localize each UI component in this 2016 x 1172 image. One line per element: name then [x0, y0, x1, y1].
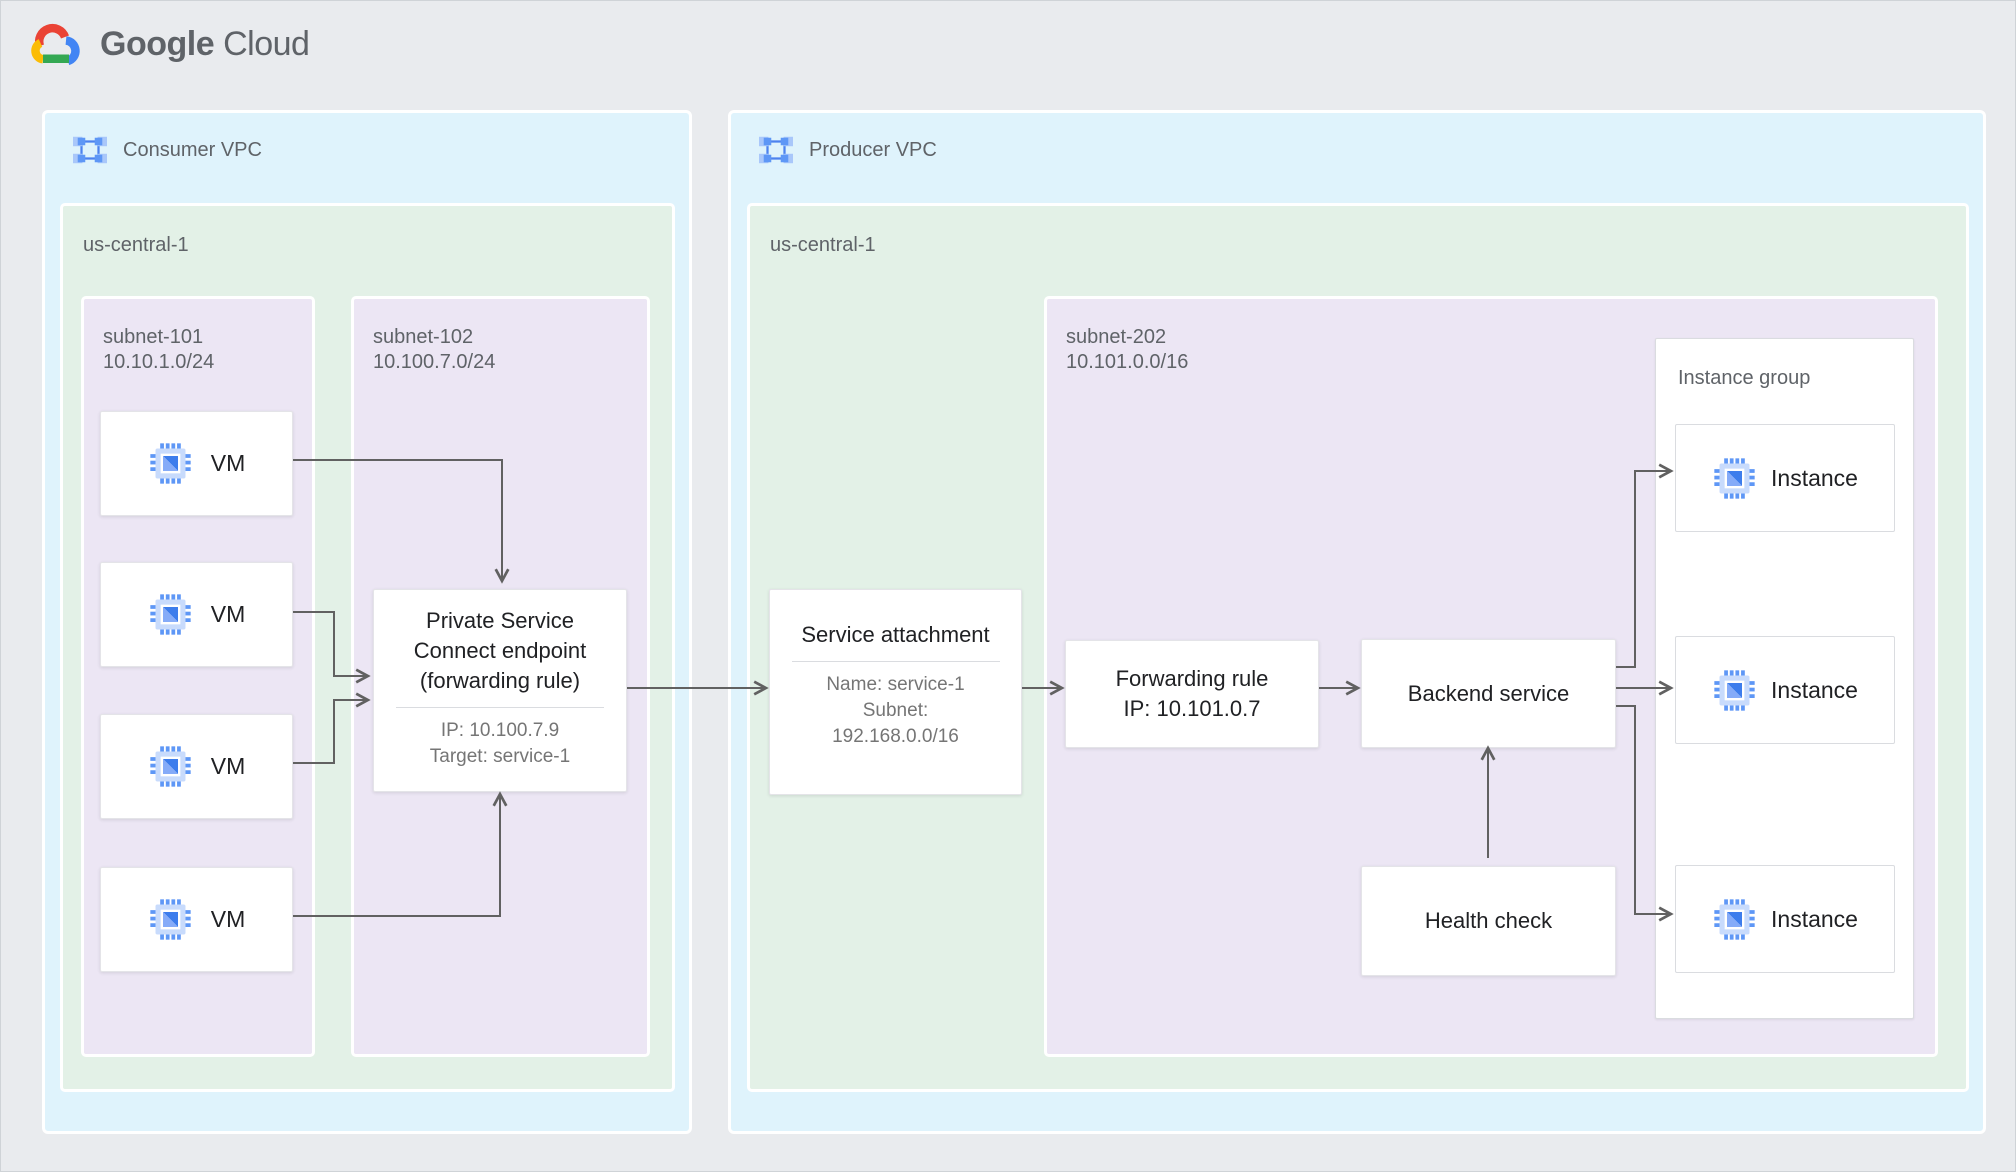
- backend-service-label: Backend service: [1407, 680, 1570, 706]
- forwarding-rule-ip: IP: 10.101.0.7: [1123, 696, 1261, 721]
- subnet-101-label: subnet-101 10.10.1.0/24: [103, 325, 214, 375]
- vm-node-1: VM: [100, 411, 293, 516]
- google-cloud-logo-icon: [31, 24, 80, 66]
- producer-region-label: us-central-1: [770, 234, 876, 256]
- vpc-network-icon: [759, 133, 793, 167]
- google-cloud-logo-text: Google Cloud: [100, 24, 310, 64]
- subnet-101: subnet-101 10.10.1.0/24 VM VM VM V: [81, 296, 315, 1057]
- instance-node-2: Instance: [1675, 636, 1895, 744]
- service-attachment-name: Name: service-1: [826, 674, 965, 695]
- service-attachment-title: Service attachment: [801, 622, 990, 647]
- service-attachment-node: Service attachment Name: service-1 Subne…: [769, 589, 1022, 795]
- compute-engine-icon: [1712, 897, 1757, 942]
- producer-vpc-label-text: Producer VPC: [809, 138, 937, 161]
- forwarding-rule-node: Forwarding rule IP: 10.101.0.7: [1065, 640, 1319, 748]
- subnet-202-label: subnet-202 10.101.0.0/16: [1066, 325, 1188, 375]
- vm-node-3: VM: [100, 714, 293, 819]
- subnet-101-cidr: 10.10.1.0/24: [103, 351, 215, 373]
- vm-node-2: VM: [100, 562, 293, 667]
- instance-label: Instance: [1771, 676, 1858, 703]
- compute-engine-icon: [1712, 668, 1757, 713]
- logo-word-cloud: Cloud: [223, 24, 310, 63]
- instance-node-1: Instance: [1675, 424, 1895, 532]
- vpc-network-icon: [73, 133, 107, 167]
- compute-engine-icon: [148, 897, 193, 942]
- health-check-label: Health check: [1424, 908, 1553, 933]
- compute-engine-icon: [148, 592, 193, 637]
- subnet-102-label: subnet-102 10.100.7.0/24: [373, 325, 495, 375]
- compute-engine-icon: [148, 744, 193, 789]
- health-check-node: Health check: [1361, 866, 1616, 976]
- instance-group-container: Instance group Instance Instance Instanc…: [1655, 338, 1914, 1019]
- producer-region: us-central-1 Service attachment Name: se…: [747, 203, 1969, 1092]
- vm-label: VM: [210, 906, 246, 932]
- consumer-region-label: us-central-1: [83, 234, 189, 256]
- google-cloud-logo: Google Cloud: [26, 20, 310, 68]
- consumer-region: us-central-1 subnet-101 10.10.1.0/24 VM …: [60, 203, 675, 1092]
- divider: [791, 661, 1000, 662]
- compute-engine-icon: [148, 441, 193, 486]
- subnet-102-name: subnet-102: [373, 326, 474, 348]
- consumer-vpc-label-text: Consumer VPC: [123, 138, 262, 161]
- subnet-202: subnet-202 10.101.0.0/16 Forwarding rule…: [1044, 296, 1938, 1057]
- psc-endpoint-node: Private Service Connect endpoint (forwar…: [373, 589, 627, 792]
- forwarding-rule-title: Forwarding rule: [1115, 666, 1269, 691]
- service-attachment-subnet-label: Subnet:: [862, 700, 929, 721]
- psc-endpoint-title: Private Service Connect endpoint (forwar…: [413, 608, 587, 693]
- service-attachment-subnet-cidr: 192.168.0.0/16: [832, 726, 959, 747]
- producer-vpc-container: Producer VPC us-central-1 Service attach…: [728, 110, 1986, 1134]
- vm-label: VM: [210, 753, 246, 779]
- vm-label: VM: [210, 450, 246, 476]
- psc-endpoint-ip: IP: 10.100.7.9: [440, 720, 560, 741]
- vm-node-4: VM: [100, 867, 293, 972]
- subnet-101-name: subnet-101: [103, 326, 204, 348]
- subnet-202-name: subnet-202: [1066, 326, 1167, 348]
- instance-label: Instance: [1771, 905, 1858, 932]
- consumer-vpc-label: Consumer VPC: [73, 133, 262, 167]
- instance-node-3: Instance: [1675, 865, 1895, 973]
- subnet-202-cidr: 10.101.0.0/16: [1066, 351, 1189, 373]
- consumer-vpc-container: Consumer VPC us-central-1 subnet-101 10.…: [42, 110, 692, 1134]
- vm-label: VM: [210, 601, 246, 627]
- producer-vpc-label: Producer VPC: [759, 133, 937, 167]
- subnet-102-cidr: 10.100.7.0/24: [373, 351, 496, 373]
- psc-endpoint-target: Target: service-1: [429, 746, 571, 767]
- divider: [396, 707, 604, 708]
- instance-group-label: Instance group: [1678, 367, 1811, 389]
- subnet-102: subnet-102 10.100.7.0/24 Private Service…: [351, 296, 650, 1057]
- logo-word-google: Google: [100, 24, 215, 63]
- compute-engine-icon: [1712, 456, 1757, 501]
- instance-label: Instance: [1771, 464, 1858, 491]
- backend-service-node: Backend service: [1361, 639, 1616, 748]
